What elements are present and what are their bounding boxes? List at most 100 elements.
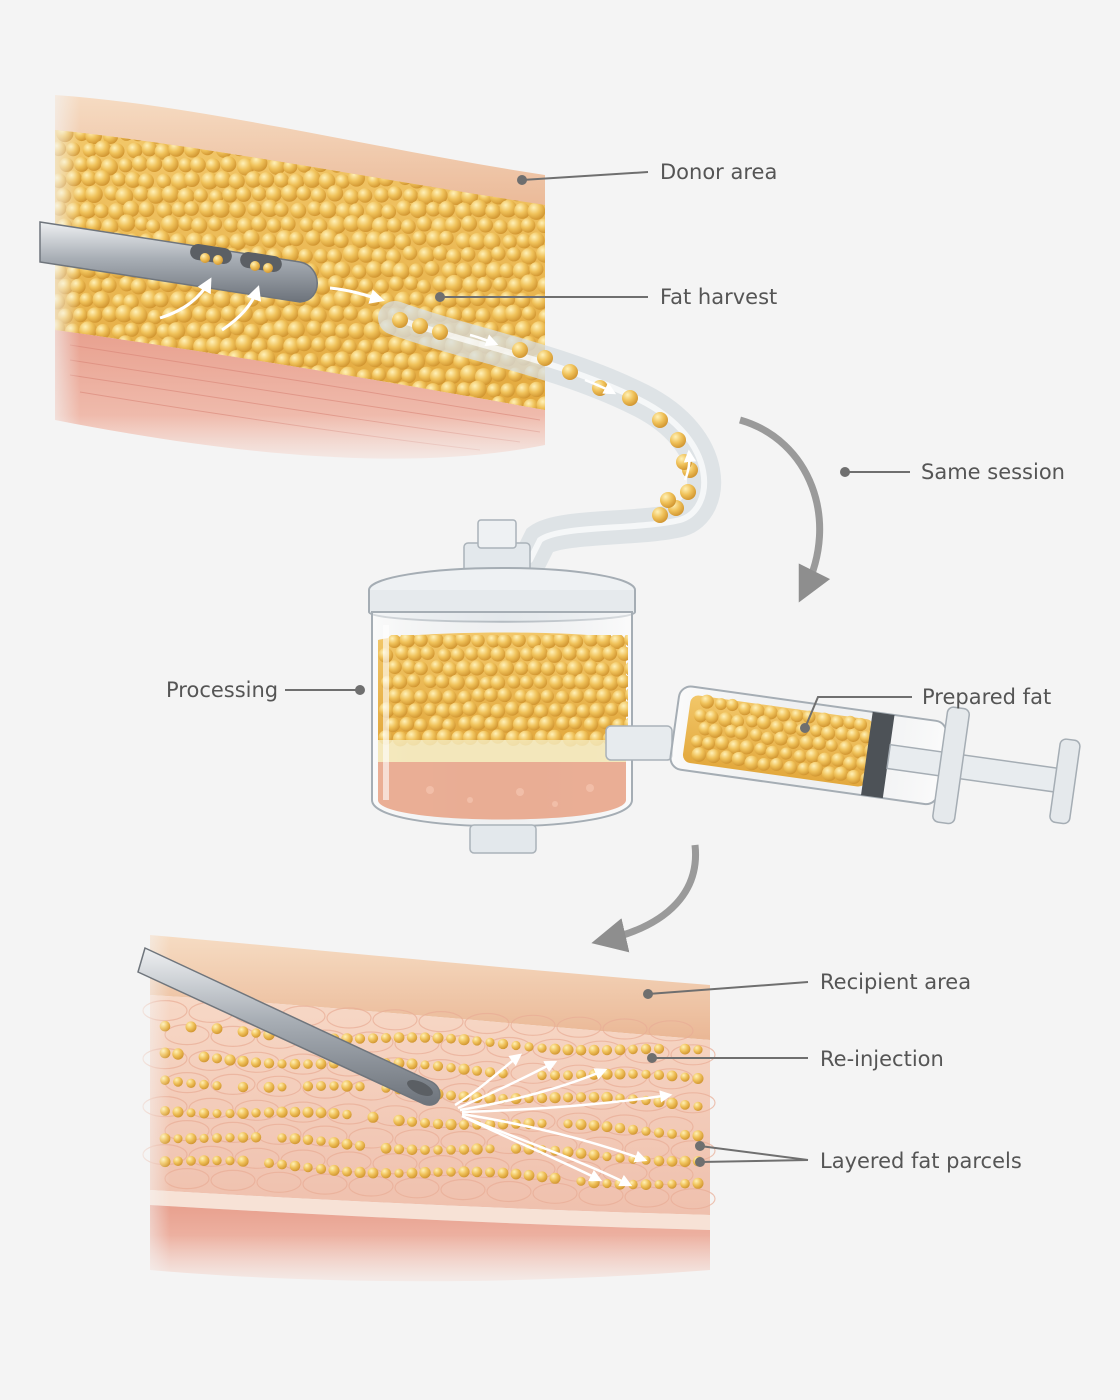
- fat-globule: [380, 112, 395, 127]
- fat-globule: [343, 189, 360, 205]
- fat-globule: [830, 715, 844, 729]
- fat-globule: [420, 646, 435, 661]
- fat-parcel: [640, 1179, 652, 1190]
- fat-globule: [596, 688, 612, 704]
- fat-globule: [140, 290, 159, 309]
- fat-globule: [274, 202, 289, 217]
- fat-globule: [576, 647, 591, 662]
- fat-globule: [497, 687, 512, 703]
- fat-globule: [539, 716, 555, 732]
- fat-parcel: [485, 1167, 495, 1178]
- fat-parcel: [666, 1155, 678, 1167]
- fat-globule: [178, 335, 196, 353]
- fat-globule: [522, 159, 537, 174]
- label-layered-fat-parcels: Layered fat parcels: [820, 1149, 1022, 1173]
- fat-globule: [126, 142, 143, 159]
- fat-globule: [498, 111, 514, 127]
- tissue-cell: [394, 1177, 440, 1199]
- fat-parcel: [315, 1058, 327, 1070]
- fat-globule: [512, 716, 529, 733]
- fat-globule: [220, 156, 237, 173]
- fat-parcel: [536, 1092, 548, 1104]
- processing-canister: [368, 519, 673, 854]
- fat-globule: [102, 306, 119, 323]
- fat-parcel: [303, 1162, 313, 1173]
- fat-globule: [273, 172, 289, 188]
- tissue-cell: [602, 1018, 648, 1040]
- fat-parcel: [549, 1092, 561, 1104]
- fat-globule: [404, 276, 419, 291]
- fat-globule: [754, 742, 768, 756]
- fat-globule: [357, 308, 374, 325]
- tissue-cell: [210, 1073, 256, 1096]
- fat-globule: [146, 219, 161, 234]
- fat-globule: [537, 350, 553, 366]
- donor-fade-bottom: [40, 415, 560, 475]
- fat-globule: [479, 676, 494, 691]
- fat-globule: [442, 142, 458, 159]
- fat-globule: [541, 635, 557, 649]
- fat-globule: [426, 230, 444, 248]
- fat-globule: [153, 292, 169, 308]
- cannula-shaft: [39, 221, 318, 303]
- fat-globule: [426, 130, 444, 131]
- fat-globule: [343, 215, 361, 232]
- fat-globule: [387, 217, 402, 233]
- fat-globule: [199, 200, 216, 218]
- fat-globule: [562, 364, 578, 380]
- fat-parcel: [186, 1155, 196, 1166]
- fat-globule: [326, 185, 344, 202]
- fat-globule: [370, 130, 387, 145]
- fat-globule: [289, 353, 305, 369]
- fat-parcel: [653, 1069, 665, 1081]
- tube-flow-arrow-2: [584, 378, 617, 395]
- fat-globule: [765, 745, 779, 760]
- fat-globule: [810, 724, 823, 737]
- fat-parcel: [303, 1059, 313, 1069]
- fat-globule: [335, 323, 351, 339]
- fat-globule: [456, 382, 472, 398]
- fat-parcel: [667, 1129, 677, 1139]
- fat-parcel: [406, 1116, 418, 1127]
- fat-globule: [514, 320, 532, 338]
- fat-globule: [534, 704, 549, 719]
- fat-globule: [307, 201, 323, 217]
- fat-parcel: [342, 1166, 352, 1177]
- fat-parcel: [446, 1145, 456, 1155]
- syringe-plunger-seal: [861, 711, 895, 799]
- fat-globule: [236, 186, 252, 202]
- fat-globule: [455, 660, 472, 677]
- fat-globule: [457, 690, 472, 705]
- fat-parcel: [328, 1164, 340, 1176]
- fat-globule: [320, 229, 338, 247]
- fat-globule: [401, 368, 416, 384]
- fat-globule: [447, 188, 465, 206]
- fat-parcel: [575, 1044, 587, 1056]
- fat-parcel: [549, 1172, 561, 1184]
- fat-parcel: [667, 1179, 677, 1189]
- fat-parcel: [420, 1118, 430, 1128]
- fat-globule: [348, 323, 365, 340]
- fat-globule: [715, 735, 730, 751]
- fat-globule: [511, 635, 526, 648]
- fat-parcel: [680, 1129, 690, 1140]
- fat-parcel: [212, 1109, 222, 1118]
- fat-globule: [109, 143, 125, 159]
- fat-globule: [333, 289, 352, 308]
- fat-globule: [490, 366, 507, 382]
- fat-globule: [101, 277, 117, 293]
- fat-parcel: [446, 1090, 456, 1101]
- fat-globule: [85, 217, 102, 233]
- fat-globule: [566, 660, 583, 677]
- fat-globule: [527, 717, 541, 731]
- fat-globule: [320, 321, 338, 338]
- fat-globule: [186, 322, 203, 339]
- fat-globule: [414, 690, 428, 704]
- fat-globule: [512, 342, 528, 358]
- fat-globule: [407, 646, 423, 662]
- fat-globule: [320, 352, 337, 369]
- fat-globule: [484, 688, 498, 702]
- fat-globule: [724, 724, 738, 738]
- tissue-cell: [256, 1075, 302, 1097]
- fat-parcel: [562, 1044, 574, 1056]
